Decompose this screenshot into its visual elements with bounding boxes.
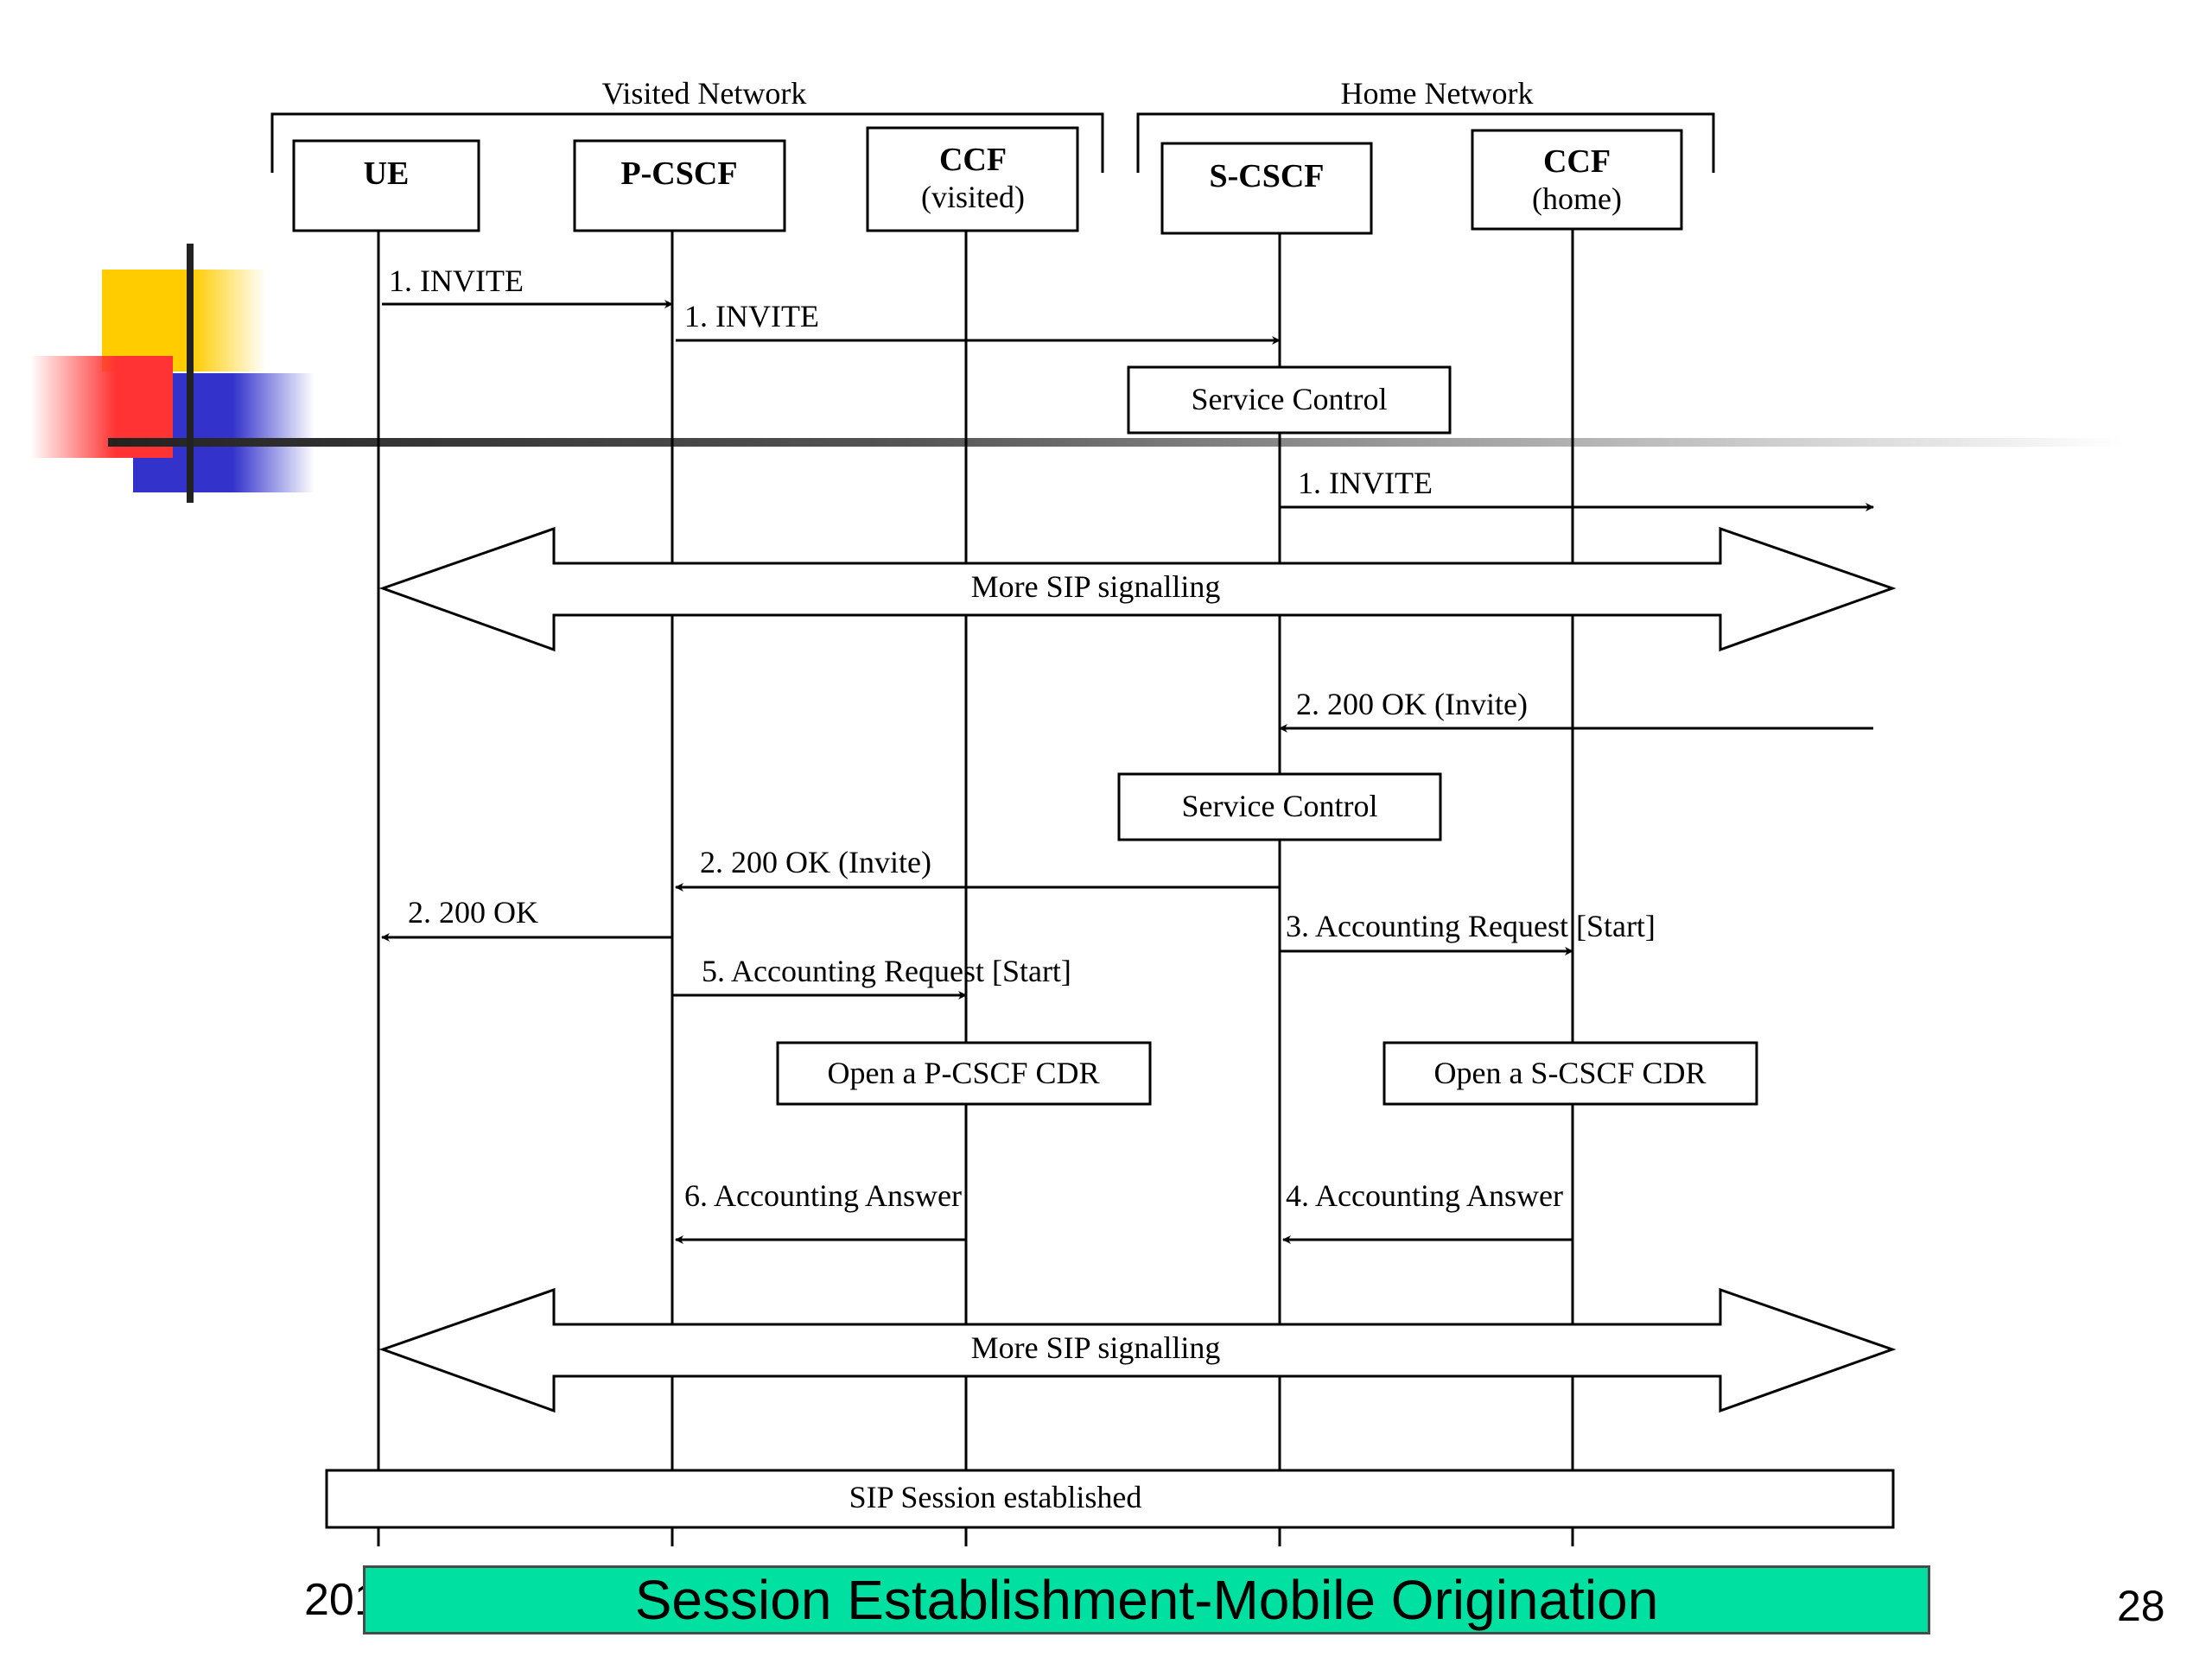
entity-pcscf-name: P-CSCF xyxy=(620,156,737,192)
entity-ue: UE xyxy=(292,139,480,232)
visited-network-group: Visited Network xyxy=(270,76,1104,173)
visited-network-label: Visited Network xyxy=(602,76,807,111)
open-scscf-cdr-box: Open a S-CSCF CDR xyxy=(1382,1041,1758,1106)
message-acct-req-home-label: 3. Accounting Request [Start] xyxy=(1286,909,1656,943)
message-200ok-in: 2. 200 OK (Invite) xyxy=(1279,687,1873,733)
open-scscf-cdr-label: Open a S-CSCF CDR xyxy=(1433,1056,1706,1090)
message-acct-req-home: 3. Accounting Request [Start] xyxy=(1280,909,1656,955)
service-control-box-1: Service Control xyxy=(1127,365,1452,435)
entity-ue-name: UE xyxy=(364,156,410,192)
open-pcscf-cdr-box: Open a P-CSCF CDR xyxy=(776,1041,1152,1106)
entity-ccf-home-name: CCF xyxy=(1543,143,1611,180)
sip-signalling-1-label: More SIP signalling xyxy=(971,569,1221,604)
entity-scscf: S-CSCF xyxy=(1160,142,1373,235)
message-acct-ans-home-label: 4. Accounting Answer xyxy=(1286,1178,1563,1213)
entity-ccf-visited: CCF (visited) xyxy=(866,126,1079,232)
decoration-horizontal-bar xyxy=(108,438,2121,447)
decoration-yellow-square xyxy=(102,270,266,371)
message-acct-ans-visited: 6. Accounting Answer xyxy=(675,1178,966,1244)
entity-scscf-name: S-CSCF xyxy=(1209,158,1324,194)
service-control-1-label: Service Control xyxy=(1192,382,1388,416)
message-invite-pcscf-label: 1. INVITE xyxy=(684,299,819,333)
sip-signalling-arrow-2: More SIP signalling xyxy=(378,1287,1897,1413)
entity-ccf-visited-sub: (visited) xyxy=(921,180,1025,214)
message-acct-req-visited-label: 5. Accounting Request [Start] xyxy=(702,954,1071,988)
message-acct-ans-home: 4. Accounting Answer xyxy=(1282,1178,1573,1244)
decoration-vertical-bar xyxy=(187,244,194,503)
service-control-2-label: Service Control xyxy=(1182,789,1378,823)
session-established-label: SIP Session established xyxy=(849,1480,1142,1514)
sip-signalling-arrow-1: More SIP signalling xyxy=(378,526,1897,652)
message-200ok-pcscf-label: 2. 200 OK (Invite) xyxy=(700,845,931,879)
entity-pcscf: P-CSCF xyxy=(573,139,786,232)
home-network-group: Home Network xyxy=(1136,76,1715,173)
message-acct-req-visited: 5. Accounting Request [Start] xyxy=(672,954,1071,1000)
home-network-label: Home Network xyxy=(1341,76,1534,111)
message-invite-scscf: 1. INVITE xyxy=(1280,466,1874,511)
message-invite-pcscf: 1. INVITE xyxy=(676,299,1281,345)
entity-ccf-home: CCF (home) xyxy=(1471,129,1683,231)
entity-ccf-visited-name: CCF xyxy=(939,142,1007,178)
service-control-box-2: Service Control xyxy=(1117,772,1442,841)
slide-title: Session Establishment-Mobile Origination xyxy=(634,1569,1659,1631)
session-established-box: SIP Session established xyxy=(325,1469,1895,1529)
footer-date: 2013 xyxy=(304,1577,365,1622)
message-invite-scscf-label: 1. INVITE xyxy=(1298,466,1433,500)
open-pcscf-cdr-label: Open a P-CSCF CDR xyxy=(827,1056,1099,1090)
message-200ok-in-label: 2. 200 OK (Invite) xyxy=(1296,687,1528,721)
message-invite-ue-label: 1. INVITE xyxy=(389,263,524,298)
message-200ok-ue-label: 2. 200 OK xyxy=(408,895,538,930)
slide-title-bar: Session Establishment-Mobile Origination xyxy=(363,1565,1930,1634)
corner-decoration xyxy=(30,244,2121,503)
message-acct-ans-visited-label: 6. Accounting Answer xyxy=(684,1178,962,1213)
message-200ok-ue: 2. 200 OK xyxy=(381,895,672,942)
message-200ok-pcscf: 2. 200 OK (Invite) xyxy=(675,845,1280,892)
message-invite-ue: 1. INVITE xyxy=(382,263,673,308)
entity-ccf-home-sub: (home) xyxy=(1532,181,1622,216)
page-number: 28 xyxy=(2117,1582,2165,1630)
sip-signalling-2-label: More SIP signalling xyxy=(971,1330,1221,1365)
